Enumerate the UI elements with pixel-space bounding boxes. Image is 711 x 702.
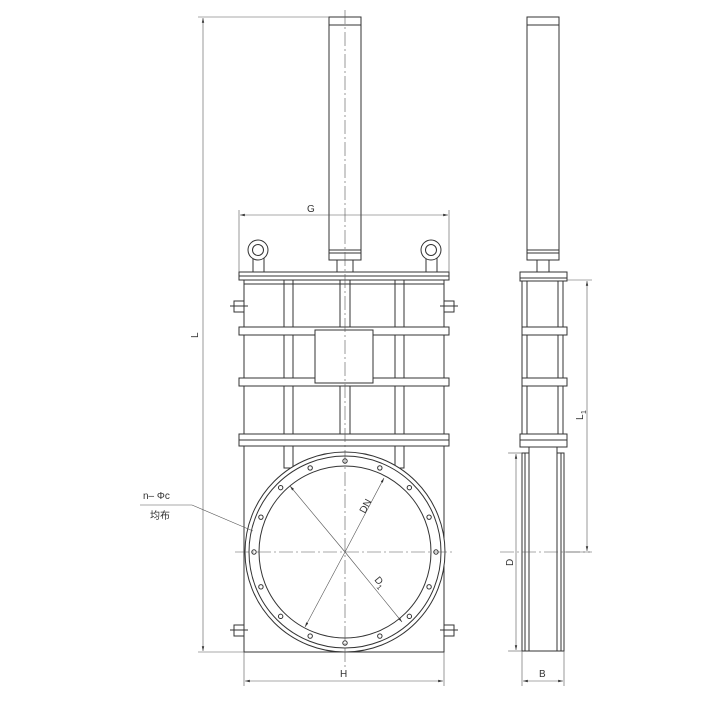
d-label: D [505,559,516,566]
g-label: G [307,204,315,215]
l1-subscript: 1 [581,410,588,414]
bolt-hole [426,584,432,590]
bolt-hole [258,584,264,590]
eye-bolt-left [247,239,269,273]
bolt-hole [426,514,432,520]
d1-subscript: 1 [375,584,383,592]
bolt-hole [307,465,313,471]
bolt-hole-label: n– Φc [143,491,170,502]
bolt-hole [258,514,264,520]
bolt-hole [307,633,313,639]
valve-body [243,445,446,653]
bolt-hole [377,633,383,639]
side-view: L 1 D B [500,16,592,686]
uniform-label: 均布 [150,510,170,522]
bolt-hole [277,484,284,491]
l1-label: L [575,414,586,420]
l-label: L [190,332,201,338]
b-label: B [539,669,546,680]
bolt-hole [406,484,413,491]
bolt-hole [277,613,284,620]
frame [238,279,450,447]
h-label: H [340,669,347,680]
eye-bolt-right [420,239,442,273]
front-view: DN D 1 n– Φc 均布 G L H [140,10,458,686]
bolt-hole [406,613,413,620]
bolt-hole [377,465,383,471]
stem-block [314,329,374,384]
